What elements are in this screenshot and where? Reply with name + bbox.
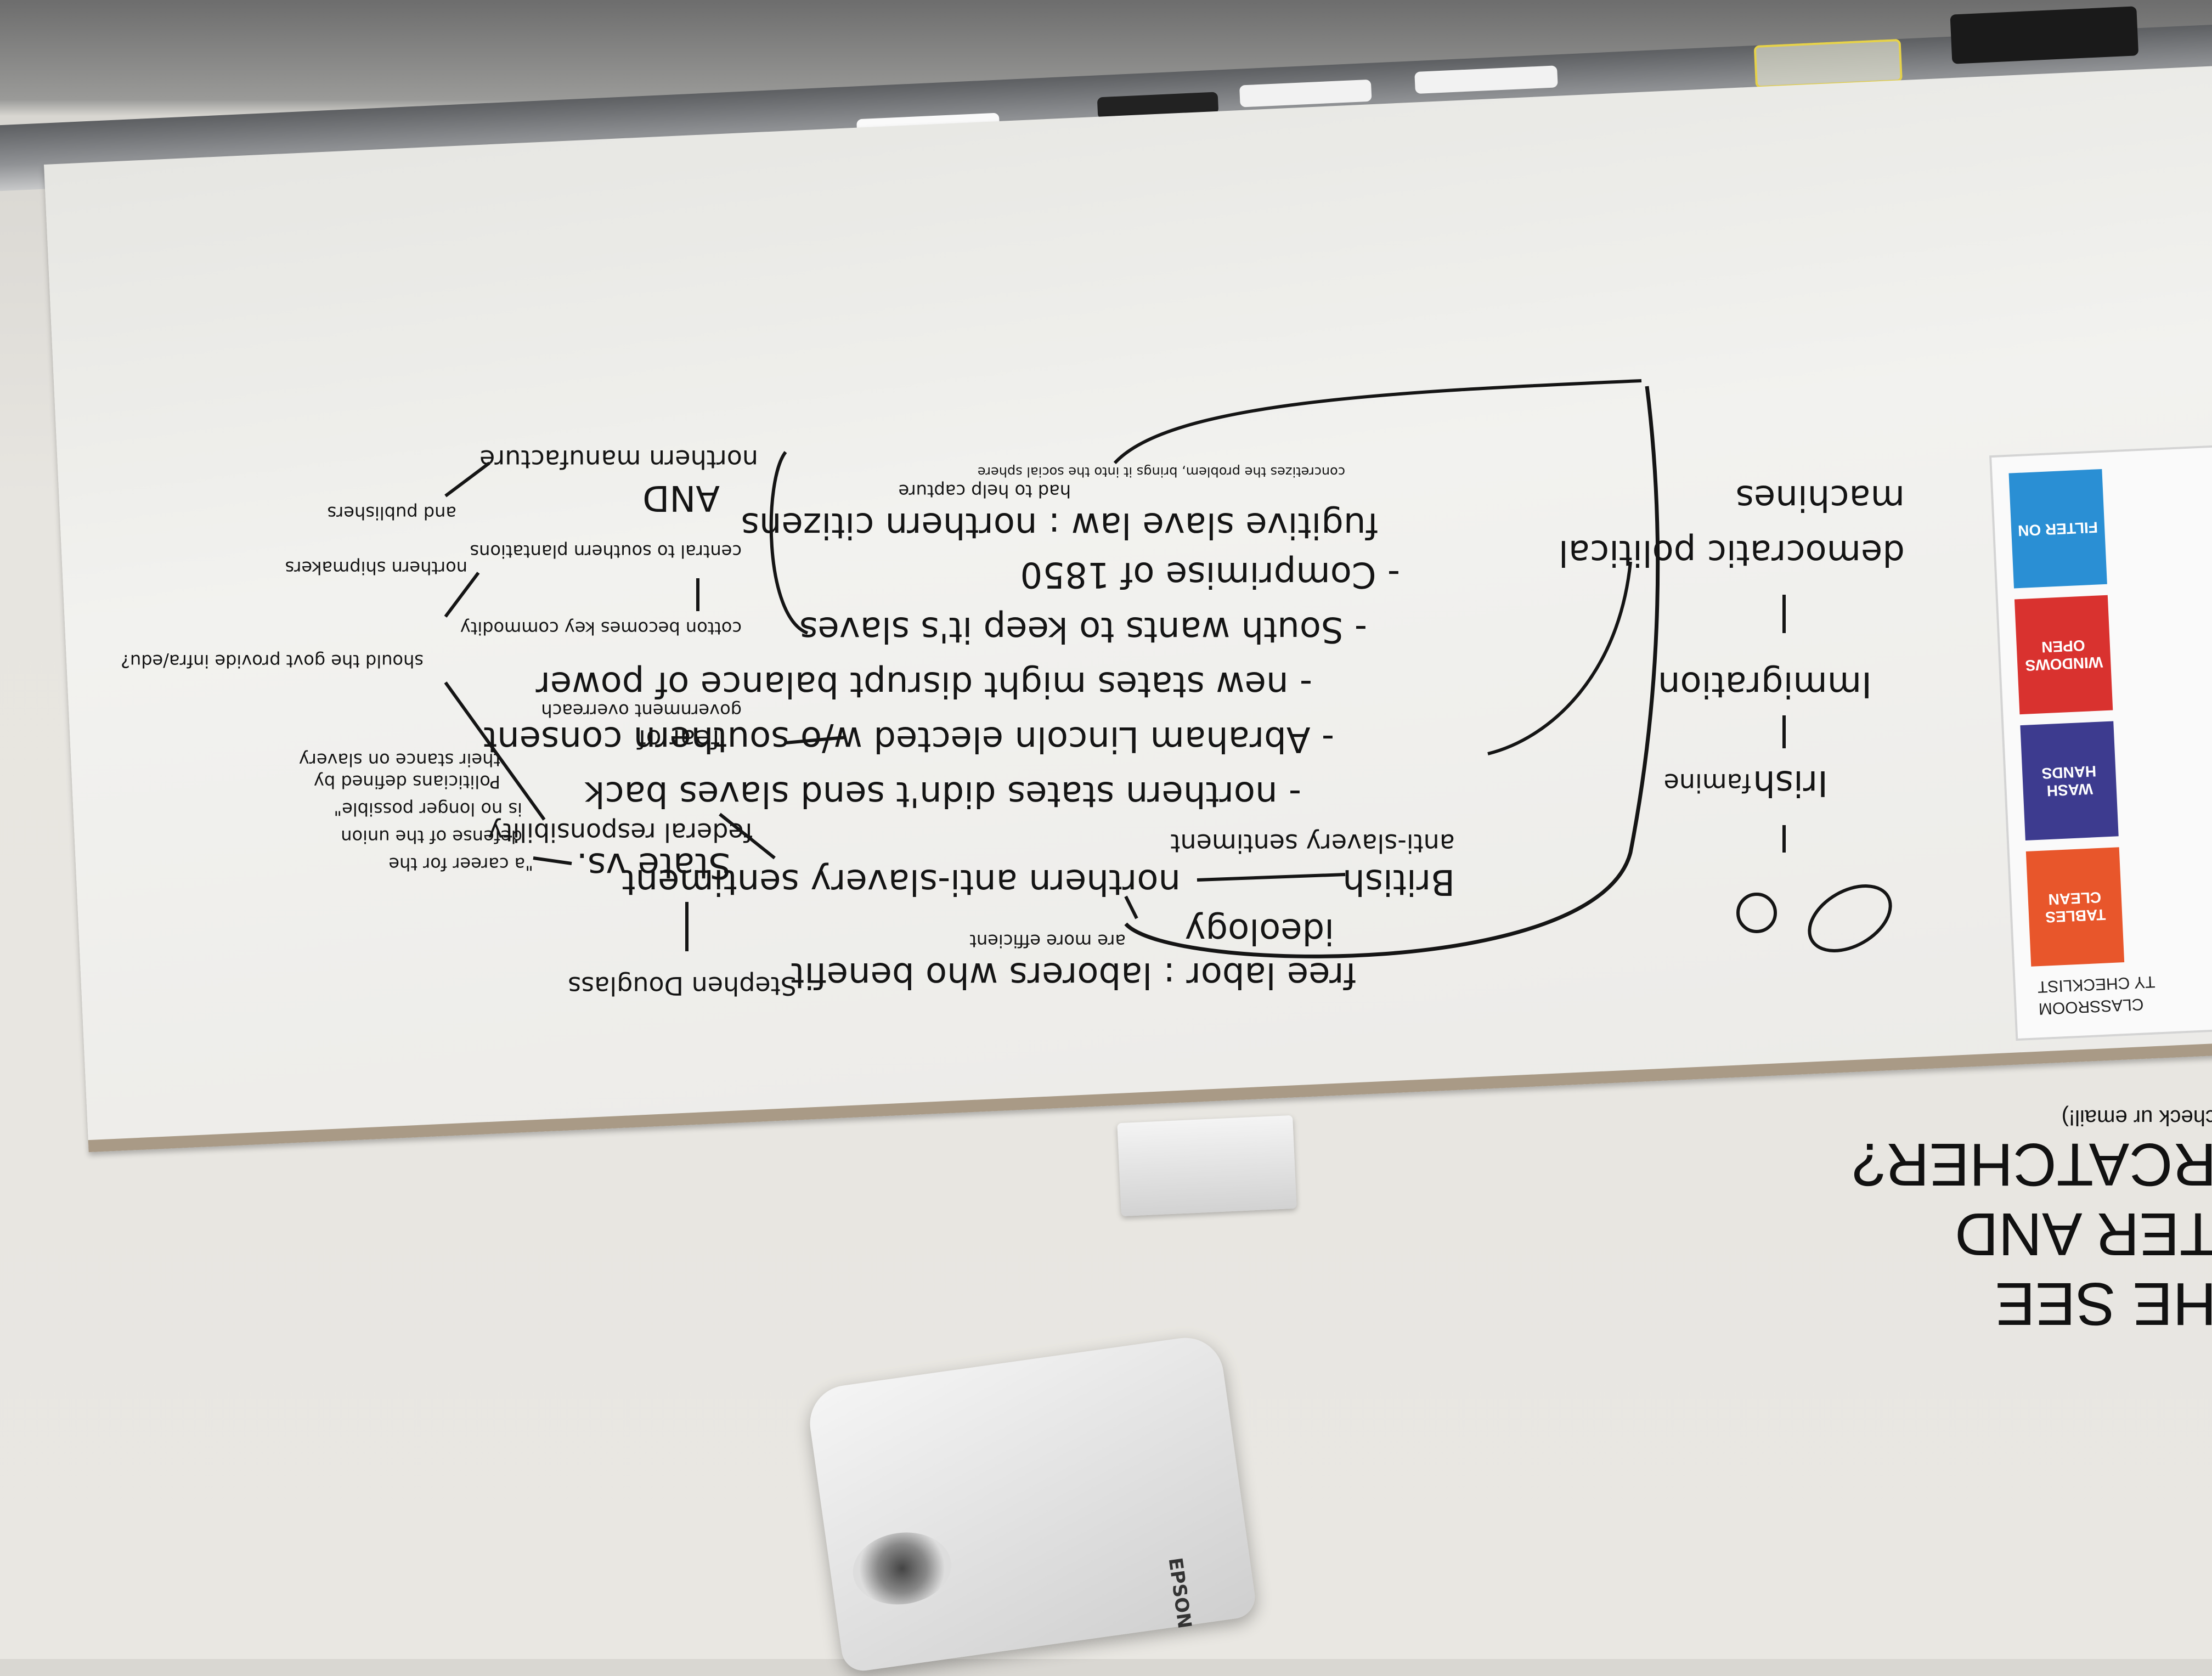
projector-lens xyxy=(848,1526,956,1611)
arrow-manufacture-ship xyxy=(444,461,490,498)
arrow-ship-govt xyxy=(444,572,480,618)
sign-item-label: WASH HANDS xyxy=(2041,763,2097,800)
loop-outline xyxy=(1124,386,1660,958)
arrow-fear xyxy=(785,736,847,744)
arrow-free-labor xyxy=(1124,895,1138,919)
sign-item-wash-hands: WASH HANDS xyxy=(2020,721,2119,840)
sign-item-label: TABLES CLEAN xyxy=(2045,888,2106,926)
arrow-machines-lincoln xyxy=(1487,561,1632,755)
sign-item-windows-open: WINDOWS OPEN xyxy=(2014,595,2113,715)
projector-brand: EPSON xyxy=(1164,1556,1196,1630)
poster-line-2: TER AND xyxy=(1955,1200,2212,1268)
bread-doodle xyxy=(1808,884,1892,952)
potato-doodle xyxy=(1736,893,1777,933)
wall-poster: HE SEE TER AND RCATCHER? check ur email!… xyxy=(1852,1031,2212,1339)
sign-item-label: FILTER ON xyxy=(2017,518,2098,540)
arrow-british-to-sentiment xyxy=(1197,873,1346,882)
poster-line-4: check ur email!) xyxy=(2061,1105,2212,1130)
sign-item-label: WINDOWS OPEN xyxy=(2024,636,2103,674)
sign-title: CLASSROOM xyxy=(2038,995,2145,1018)
arrow-career xyxy=(533,856,572,865)
brace-cotton xyxy=(769,451,809,635)
sign-subtitle: TY CHECKLIST xyxy=(2037,972,2156,996)
classroom-checklist-sign: CLASSROOM TY CHECKLIST TABLES CLEAN WASH… xyxy=(1989,444,2212,1041)
loop-top xyxy=(1113,379,1642,465)
poster-line-1: HE SEE xyxy=(1995,1270,2212,1338)
poster-line-3: RCATCHER? xyxy=(1852,1131,2212,1198)
projector: EPSON xyxy=(805,1333,1258,1674)
arrow-northern-federal xyxy=(719,812,776,860)
sign-item-filter-on: FILTER ON xyxy=(2008,469,2107,589)
sign-item-tables-clean: TABLES CLEAN xyxy=(2025,847,2125,967)
arrow-govt-federal xyxy=(444,681,546,821)
